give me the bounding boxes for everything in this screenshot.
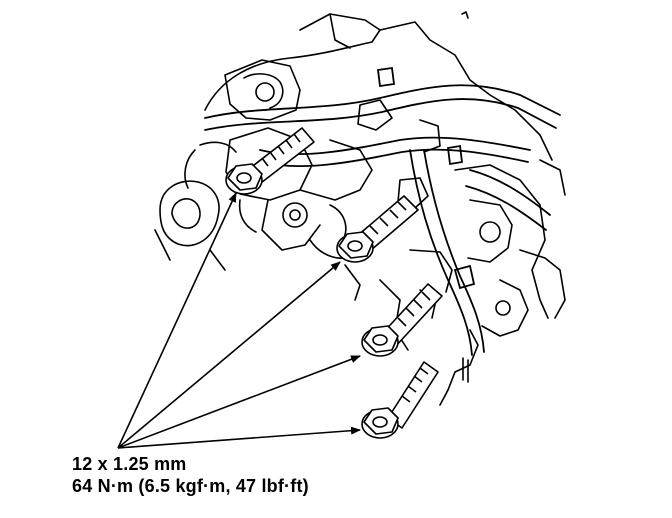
- vertical-hose: [409, 149, 473, 356]
- hoses: [204, 66, 561, 356]
- mount-bolt-4: [361, 361, 439, 439]
- mount-bolt-2: [336, 195, 419, 263]
- leader-line-bolt-2: [117, 261, 341, 449]
- leader-line-bolt-4: [117, 426, 361, 449]
- bolt-torque-label: 64 N·m (6.5 kgf·m, 47 lbf·ft): [72, 476, 309, 496]
- mount-bolt-3: [361, 283, 443, 357]
- mount-bolt-1: [225, 127, 315, 195]
- bolt-size-label: 12 x 1.25 mm: [72, 454, 187, 474]
- engine-housing-lineart: [154, 11, 566, 406]
- upper-hose: [204, 84, 561, 119]
- leader-line-bolt-3: [117, 355, 361, 449]
- right-hose: [469, 169, 551, 216]
- leader-line-bolt-1: [117, 192, 237, 449]
- callout-leaders: [117, 192, 361, 449]
